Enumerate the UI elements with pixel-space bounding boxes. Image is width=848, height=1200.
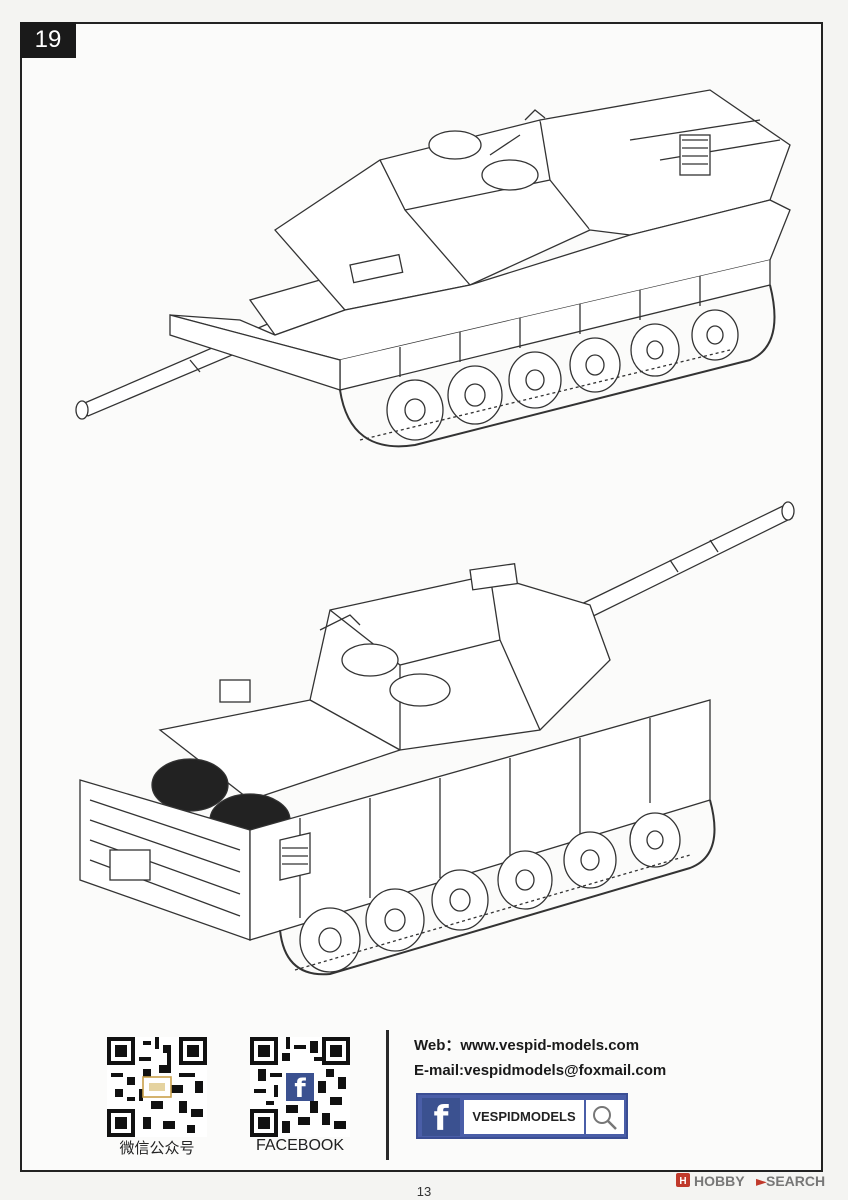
website-text: Web：www.vespid-models.com	[414, 1037, 640, 1054]
wechat-qr-code	[107, 1037, 207, 1137]
facebook-qr-label: FACEBOOK	[255, 1137, 345, 1154]
hobby-search-watermark: H HOBBY SEARCH ►	[676, 1173, 825, 1190]
search-icon	[586, 1100, 624, 1134]
watermark-brand: HOBBY	[694, 1173, 745, 1189]
watermark-suffix: SEARCH	[766, 1173, 825, 1189]
facebook-logo-icon: f	[422, 1098, 460, 1139]
step-number: 19	[34, 26, 62, 53]
tank-rear-view-illustration	[79, 501, 795, 976]
email-text: E-mail:vespidmodels@foxmail.com	[414, 1062, 667, 1079]
svg-text:f: f	[294, 1074, 306, 1104]
footer-divider	[386, 1030, 389, 1160]
wechat-qr-label: 微信公众号	[119, 1140, 195, 1157]
facebook-banner: f VESPIDMODELS	[416, 1093, 628, 1139]
page-number: 13	[416, 1184, 432, 1199]
facebook-page-name: VESPIDMODELS	[464, 1100, 584, 1134]
tank-front-view-illustration	[75, 89, 791, 448]
svg-text:►: ►	[756, 1174, 767, 1190]
step-number-badge: 19	[20, 22, 76, 58]
svg-text:H: H	[679, 1176, 686, 1187]
facebook-qr-code: f	[250, 1037, 350, 1137]
